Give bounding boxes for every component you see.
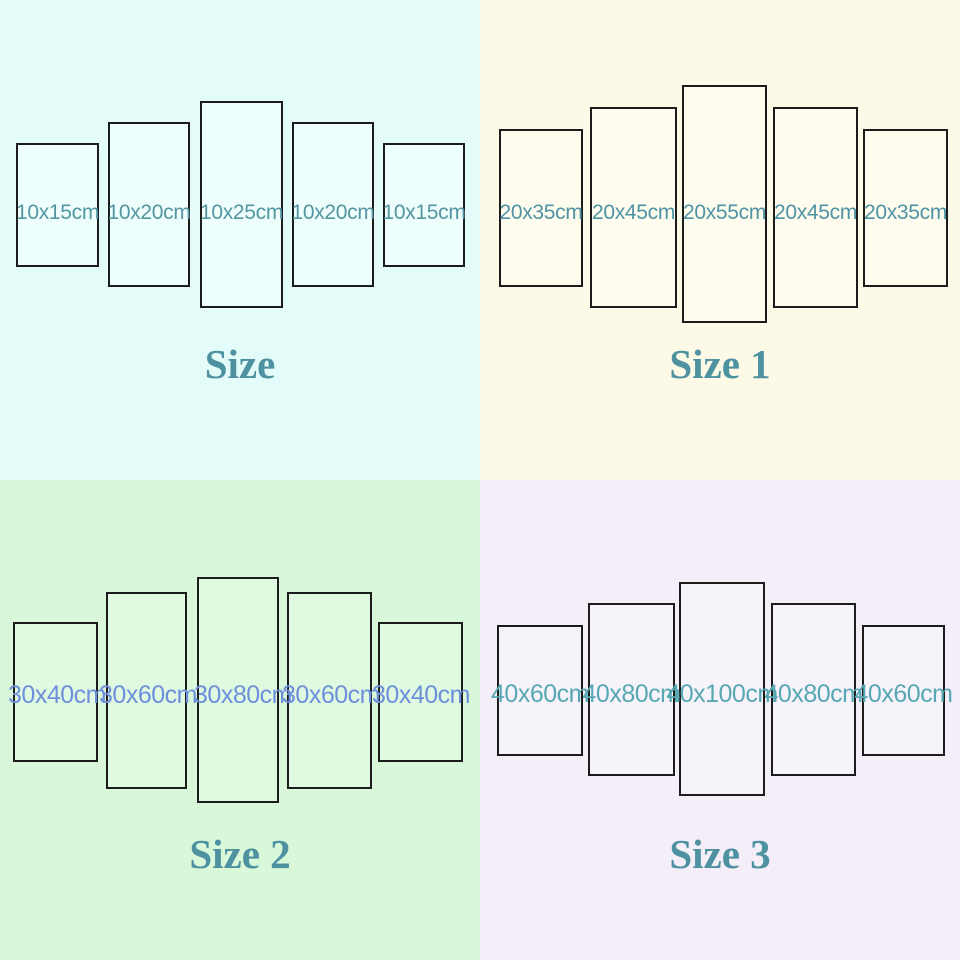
canvas-panel xyxy=(862,625,945,756)
panel-size-label: 10x20cm xyxy=(107,201,191,224)
canvas-panel xyxy=(773,107,858,308)
canvas-panel xyxy=(378,622,463,762)
quadrant-size-1: 20x35cm 20x45cm 20x55cm 20x45cm 20x35cm … xyxy=(480,0,960,480)
canvas-panel xyxy=(16,143,99,267)
canvas-panel xyxy=(108,122,190,287)
panel-size-label: 40x60cm xyxy=(854,680,953,708)
size-group-title: Size xyxy=(204,341,276,387)
canvas-panel xyxy=(13,622,98,762)
quadrant-size: 10x15cm 10x20cm 10x25cm 10x20cm 10x15cm … xyxy=(0,0,480,480)
panel-size-label: 20x35cm xyxy=(863,201,948,224)
size-group-title: Size 3 xyxy=(669,831,771,877)
panel-size-label: 10x25cm xyxy=(199,201,284,224)
canvas-panel xyxy=(679,582,765,796)
canvas-panel xyxy=(200,101,283,308)
canvas-panel xyxy=(863,129,948,287)
canvas-panel xyxy=(497,625,583,756)
panel-size-label: 40x80cm xyxy=(582,680,681,708)
canvas-panel xyxy=(197,577,279,803)
canvas-panel xyxy=(292,122,374,287)
panel-size-label: 40x80cm xyxy=(764,680,863,708)
panel-size-label: 30x80cm xyxy=(194,681,292,709)
quadrant-size-3: 40x60cm 40x80cm 40x100cm 40x80cm 40x60cm… xyxy=(480,480,960,960)
canvas-panel xyxy=(588,603,675,776)
canvas-panel xyxy=(287,592,372,789)
canvas-panel xyxy=(771,603,856,776)
canvas-panel xyxy=(590,107,677,308)
panel-size-label: 40x100cm xyxy=(666,680,778,708)
panel-size-label: 10x15cm xyxy=(15,201,100,224)
canvas-panel xyxy=(383,143,465,267)
size-group-title: Size 1 xyxy=(669,341,771,387)
panel-size-label: 40x60cm xyxy=(491,680,589,708)
panel-size-label: 10x15cm xyxy=(382,201,466,224)
panel-size-label: 10x20cm xyxy=(291,201,375,224)
size-group-title: Size 2 xyxy=(189,831,291,877)
panel-size-label: 30x60cm xyxy=(282,681,380,709)
panel-size-label: 20x55cm xyxy=(682,201,767,224)
panel-size-label: 30x40cm xyxy=(8,681,106,709)
canvas-panel xyxy=(682,85,767,323)
panel-size-label: 20x45cm xyxy=(591,201,676,224)
panel-size-label: 30x60cm xyxy=(99,681,197,709)
quadrant-size-2: 30x40cm 30x60cm 30x80cm 30x60cm 30x40cm … xyxy=(0,480,480,960)
panel-size-label: 30x40cm xyxy=(372,681,470,709)
canvas-panel xyxy=(106,592,187,789)
panel-size-label: 20x45cm xyxy=(773,201,858,224)
panel-size-label: 20x35cm xyxy=(499,201,583,224)
canvas-panel xyxy=(499,129,583,287)
